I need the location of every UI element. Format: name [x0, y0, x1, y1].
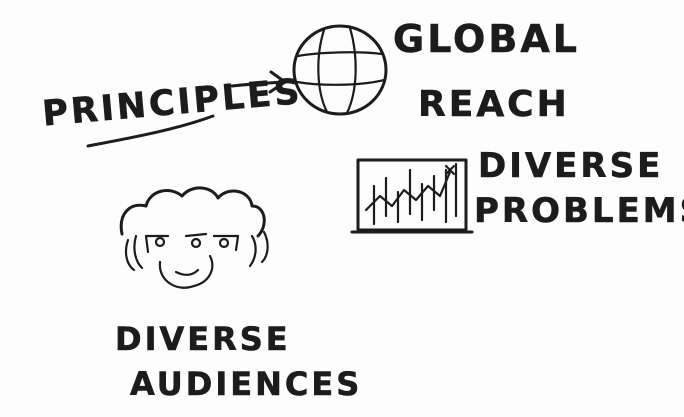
globe-parallel-top — [296, 51, 384, 58]
global-reach-node: GLOBAL REACH — [393, 17, 580, 126]
globe-meridian-right — [345, 26, 357, 115]
audience-eye-3 — [218, 237, 230, 249]
globe-parallel-bottom — [295, 78, 386, 86]
bar-chart-icon — [350, 158, 474, 234]
diverse-audiences-node: DIVERSE AUDIENCES — [115, 320, 362, 404]
audience-face — [158, 254, 214, 289]
globe-icon — [292, 24, 388, 116]
diverse-label-1: DIVERSE — [478, 146, 663, 186]
principles-label: PRINCIPLES — [41, 72, 304, 135]
principles-underline — [86, 114, 215, 148]
global-label: GLOBAL — [393, 17, 580, 61]
audience-right-side — [248, 230, 269, 268]
globe-outline — [292, 24, 388, 116]
reach-label: REACH — [418, 84, 570, 125]
audience-eye-1 — [154, 236, 166, 248]
audience-left-side — [124, 234, 144, 272]
audience-hair — [119, 186, 266, 238]
arrow-right-icon — [230, 70, 287, 94]
people-group-icon — [119, 186, 269, 289]
globe-meridian-left — [317, 28, 329, 114]
audience-eye-2 — [190, 237, 202, 249]
diverse-problems-node: DIVERSE PROBLEMS — [474, 146, 684, 232]
audiences-label: AUDIENCES — [130, 365, 362, 403]
problems-label: PROBLEMS — [474, 191, 684, 231]
chart-trend-line — [364, 170, 452, 212]
audience-brows — [144, 232, 240, 254]
chart-frame — [356, 158, 468, 232]
chart-marker — [444, 164, 456, 176]
diverse-label-2: DIVERSE — [115, 320, 291, 358]
chart-bars — [372, 162, 458, 226]
audience-mouth — [174, 268, 200, 276]
